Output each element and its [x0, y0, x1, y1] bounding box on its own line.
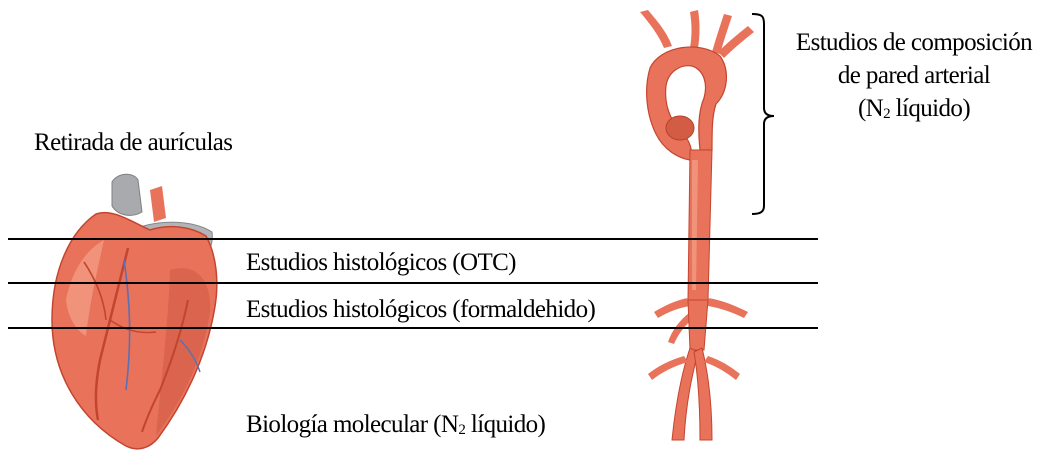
atria-removal-label: Retirada de aurículas: [34, 128, 232, 158]
histology-otc-label: Estudios histológicos (OTC): [246, 248, 516, 278]
arterial-wall-label: Estudios de composición de pared arteria…: [778, 26, 1050, 125]
molecular-biology-label: Biología molecular (N2 líquido): [246, 410, 545, 440]
histology-formaldehyde-label: Estudios histológicos (formaldehido): [246, 295, 595, 325]
section-line-bottom: [8, 327, 818, 329]
section-line-top: [8, 238, 818, 240]
section-line-middle: [8, 282, 818, 284]
